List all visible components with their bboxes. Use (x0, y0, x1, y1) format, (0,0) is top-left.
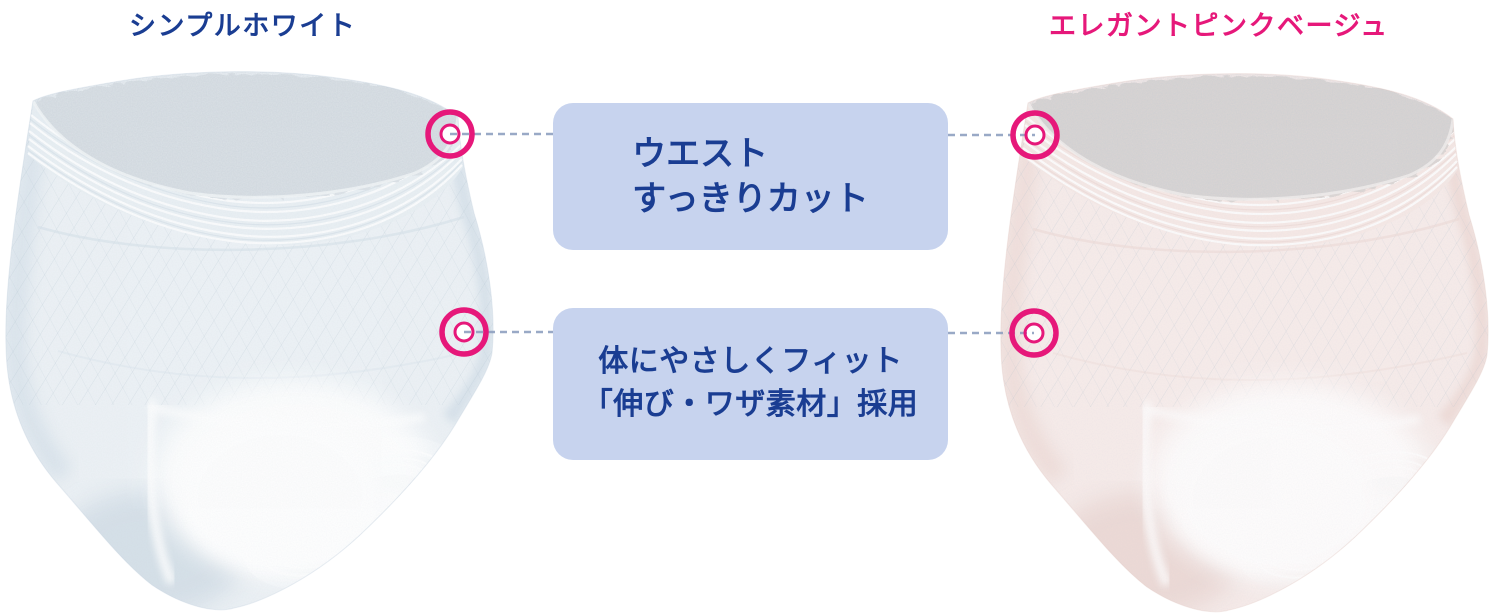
target-marker-icon-inner (439, 123, 461, 145)
product-name-elegant-pink-beige: エレガントピンクベージュ (1049, 11, 1389, 41)
connector-waist-right (948, 110, 1060, 160)
target-marker-icon-inner (1023, 322, 1045, 344)
callout-fit-material-line2: 「伸び・ワザ素材」採用 (582, 388, 919, 421)
callout-fit-material-line1: 体にやさしくフィット (598, 345, 903, 379)
callout-fit-material: 体にやさしくフィット 「伸び・ワザ素材」採用 (553, 308, 948, 460)
underwear-illustration-pink (995, 57, 1500, 613)
product-name-simple-white: シンプルホワイト (129, 11, 357, 41)
callout-waist-cut-line1: ウエスト (632, 134, 769, 173)
target-marker-icon (1009, 308, 1059, 358)
connector-waist-left (425, 109, 553, 159)
callout-waist-cut-line2: すっきりカット (632, 179, 869, 218)
connector-fit-right (948, 308, 1059, 358)
target-marker-icon (439, 307, 489, 357)
connector-fit-left (439, 307, 553, 357)
target-marker-icon-inner (1024, 124, 1046, 146)
target-marker-icon (1010, 110, 1060, 160)
callout-waist-cut: ウエスト すっきりカット (553, 103, 948, 250)
target-marker-icon (425, 109, 475, 159)
target-marker-icon-inner (453, 321, 475, 343)
product-image-elegant-pink-beige (995, 57, 1500, 613)
